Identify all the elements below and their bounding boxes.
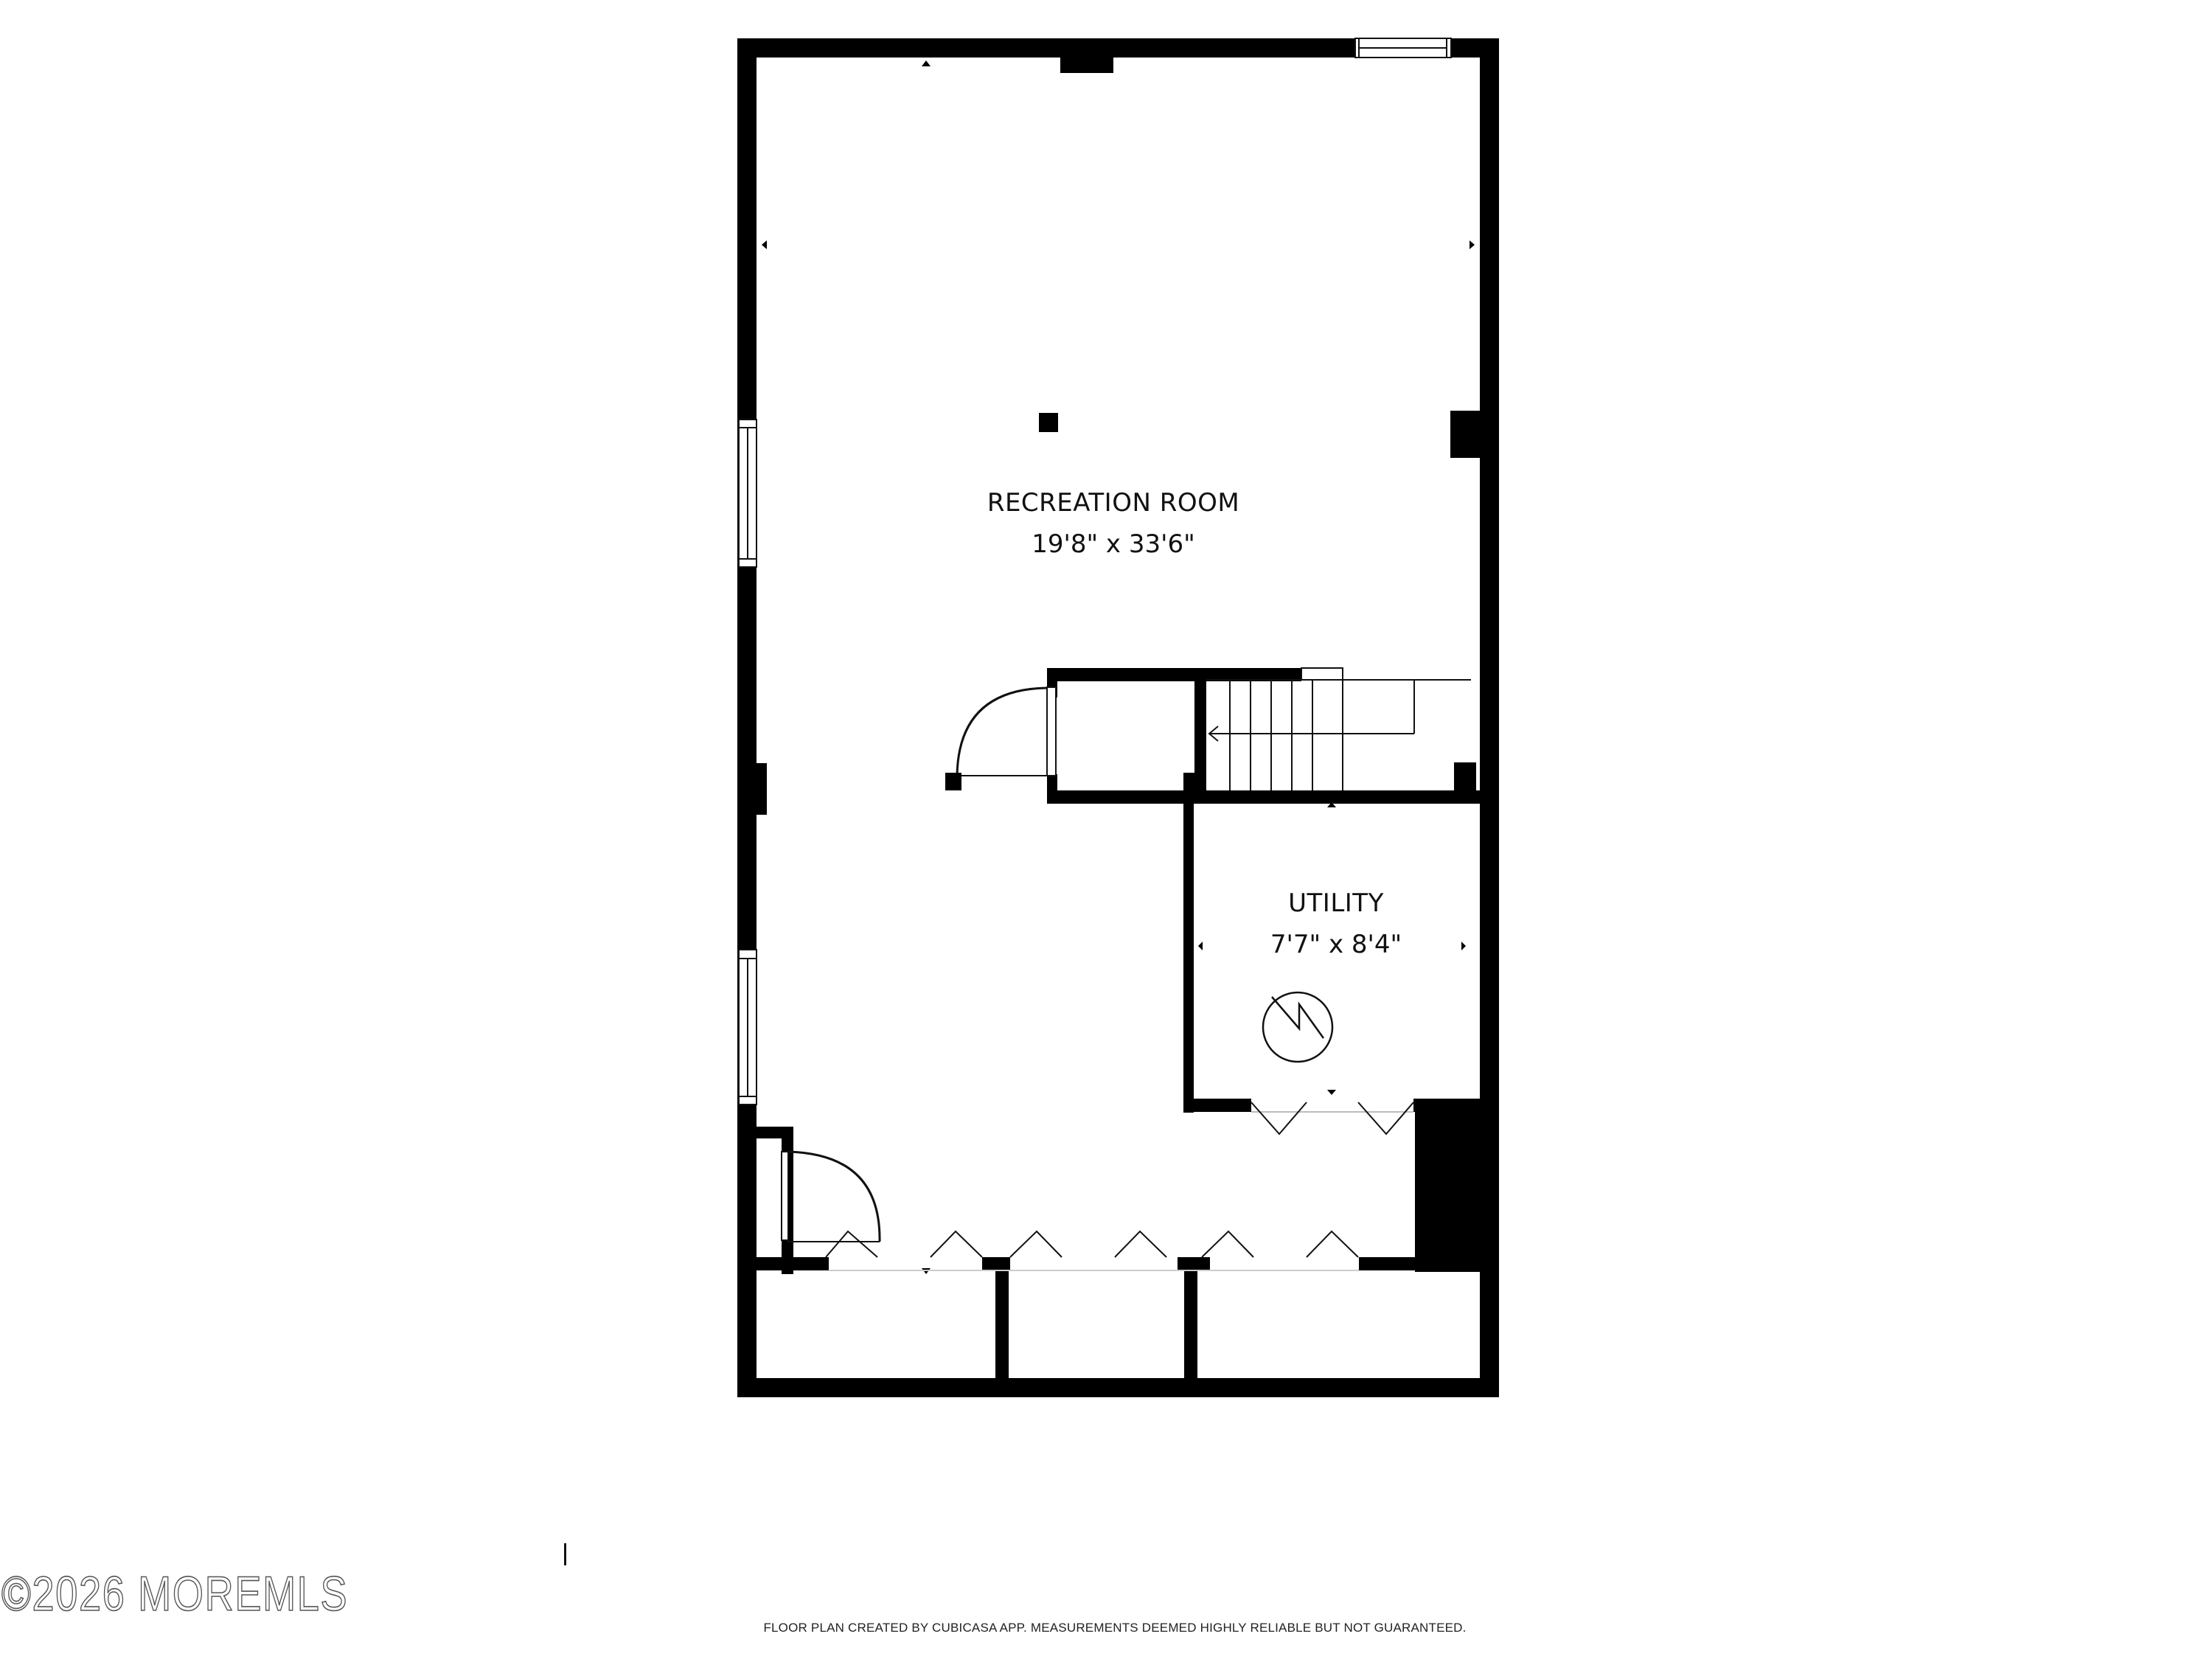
bottom-closet-walls	[757, 1257, 1499, 1386]
room-label-recreation-room: RECREATION ROOM 19'8" x 33'6"	[987, 490, 1239, 557]
support-column	[1039, 413, 1058, 432]
bottom-closet-bifold-doors	[825, 1230, 1359, 1271]
room-name: RECREATION ROOM	[987, 488, 1240, 518]
measure-arrow	[1327, 802, 1336, 807]
room-name: UTILITY	[1288, 888, 1384, 918]
staircase	[1206, 667, 1471, 790]
right-wall-bump	[1450, 411, 1483, 458]
left-window-upper	[738, 419, 757, 568]
water-heater-icon	[1262, 991, 1334, 1063]
measure-arrows	[762, 60, 1475, 1274]
measure-arrow	[1198, 942, 1203, 950]
top-window	[1354, 38, 1452, 58]
utility-bifold-doors	[1251, 1102, 1414, 1135]
door-hinge-block	[945, 773, 961, 790]
closet-door-swing	[787, 1150, 881, 1242]
utility-walls	[1183, 790, 1499, 1272]
closet-door-frame	[1046, 686, 1057, 776]
closet-door-swing	[956, 686, 1048, 776]
wall-pillar	[1060, 57, 1113, 73]
stair-block-walls	[1047, 668, 1499, 804]
closet-door-frame	[781, 1151, 789, 1241]
outer-walls	[737, 38, 1499, 1397]
left-wall-bump	[752, 763, 767, 815]
disclaimer-text: FLOOR PLAN CREATED BY CUBICASA APP. MEAS…	[763, 1621, 1467, 1635]
scale-tick-mark	[564, 1543, 566, 1565]
room-label-utility: UTILITY 7'7" x 8'4"	[1270, 891, 1402, 957]
room-dimensions: 7'7" x 8'4"	[1270, 930, 1402, 959]
left-window-lower	[738, 949, 757, 1105]
measure-arrow	[1461, 942, 1466, 950]
room-dimensions: 19'8" x 33'6"	[1032, 529, 1195, 559]
copyright-watermark: ©2026 MOREMLS	[1, 1565, 349, 1621]
measure-arrow	[1327, 1090, 1336, 1095]
